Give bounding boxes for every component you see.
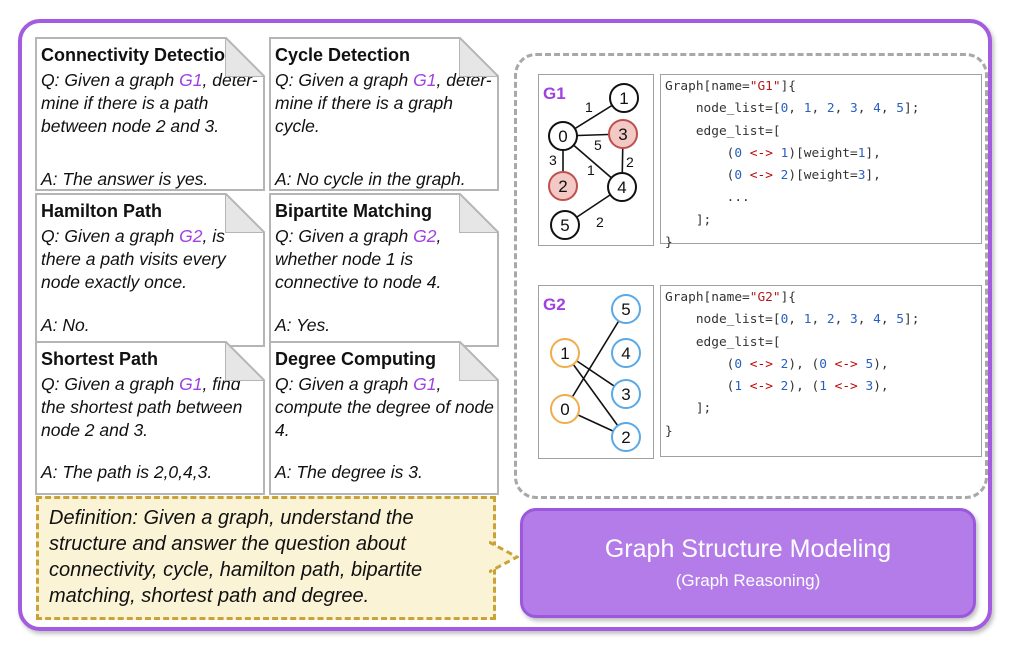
g1-weight-label: 5 (594, 137, 602, 153)
g1-node-label: 4 (617, 178, 626, 197)
code-line: ]; (695, 401, 712, 417)
code-line: ... (726, 190, 750, 206)
g1-node-label: 3 (618, 125, 627, 144)
g1-weight-label: 2 (596, 214, 604, 230)
card-title: Shortest Path (41, 349, 159, 369)
g1-node-5 (550, 210, 580, 240)
card-question: Q: Given a graph G1, compute the degree … (275, 374, 494, 440)
graph-code-panel (514, 53, 988, 499)
g1-code-block: Graph[name="G1"]{ node_list=[0, 1, 2, 3,… (660, 74, 982, 250)
g1-weight-label: 1 (585, 99, 593, 115)
g2-node-label: 0 (560, 400, 569, 419)
code-line: Graph[name="G1"]{ (665, 79, 796, 94)
g2-node-0 (550, 394, 580, 424)
g1-node-label: 5 (560, 216, 569, 235)
code-line: (1 <-> 2), (1 <-> 3), (726, 379, 889, 395)
g1-weight-label: 2 (626, 154, 634, 170)
code-line: edge_list=[ (695, 123, 781, 139)
g2-graph: G2 5 1 4 3 0 2 (543, 294, 641, 452)
g1-weight-label: 1 (587, 162, 595, 178)
g1-node-2-highlighted (548, 171, 578, 201)
g2-node-1 (550, 338, 580, 368)
code-line: (0 <-> 1)[weight=1], (726, 145, 881, 161)
g2-node-label: 5 (621, 300, 630, 319)
g1-node-label: 0 (558, 127, 567, 146)
card-question: Q: Given a graph G1, deter-mine if there… (275, 70, 492, 136)
card-answer: A: Yes. (275, 315, 331, 335)
definition-text: Definition: Given a graph, understand th… (49, 507, 423, 607)
code-line: (0 <-> 2), (0 <-> 5), (726, 356, 889, 372)
card-question: Q: Given a graph G1, find the shortest p… (41, 374, 243, 440)
code-line: Graph[name="G2"]{ (665, 290, 796, 305)
card-title: Degree Computing (275, 349, 437, 369)
graph-structure-modeling-banner: Graph Structure Modeling (Graph Reasonin… (520, 508, 976, 618)
g2-node-3 (611, 379, 641, 409)
card-fold-corner (459, 341, 499, 381)
card-title: Hamilton Path (41, 201, 163, 221)
code-line: (0 <-> 2)[weight=3], (726, 168, 881, 184)
card-title: Bipartite Matching (275, 201, 433, 221)
code-line: edge_list=[ (695, 334, 781, 350)
g1-node-label: 2 (558, 177, 567, 196)
callout-pointer (489, 540, 519, 574)
card-title: Cycle Detection (275, 45, 411, 65)
g2-graph-box: G2 5 1 4 3 0 2 (538, 285, 654, 459)
code-line: ]; (695, 212, 712, 228)
g1-node-label: 1 (619, 89, 628, 108)
g2-node-2 (611, 422, 641, 452)
banner-subtitle: (Graph Reasoning) (675, 571, 821, 590)
card-fold-corner (225, 341, 265, 381)
card-answer: A: No cycle in the graph. (275, 169, 466, 189)
card-question: Q: Given a graph G1, deter-mine if there… (41, 70, 258, 136)
g1-node-1 (609, 83, 639, 113)
card-answer: A: No. (41, 315, 90, 335)
g1-node-0 (548, 121, 578, 151)
task-card-hamilton: Hamilton Path Q: Given a graph G2, is th… (35, 193, 265, 347)
g1-node-3-highlighted (608, 119, 638, 149)
banner-title: Graph Structure Modeling (604, 535, 892, 563)
g1-label: G1 (543, 84, 566, 103)
card-answer: A: The path is 2,0,4,3. (41, 462, 213, 482)
card-question: Q: Given a graph G2, is there a path vis… (41, 226, 226, 292)
code-line: node_list=[0, 1, 2, 3, 4, 5]; (695, 312, 920, 328)
task-card-connectivity: Connectivity Detection Q: Given a graph … (35, 37, 265, 191)
card-fold-corner (225, 193, 265, 233)
g2-node-5 (611, 294, 641, 324)
g2-node-label: 1 (560, 344, 569, 363)
g1-node-4 (607, 172, 637, 202)
card-answer: A: The degree is 3. (275, 462, 423, 482)
g2-code-block: Graph[name="G2"]{ node_list=[0, 1, 2, 3,… (660, 285, 982, 457)
card-fold-corner (459, 37, 499, 77)
card-answer: A: The answer is yes. (41, 169, 209, 189)
card-title: Connectivity Detection (41, 45, 237, 65)
card-fold-corner (225, 37, 265, 77)
g2-node-label: 3 (621, 385, 630, 404)
task-card-degree: Degree Computing Q: Given a graph G1, co… (269, 341, 499, 495)
g2-node-4 (611, 338, 641, 368)
g1-graph-box: G1 1 5 3 1 2 2 1 0 3 2 4 (538, 74, 654, 246)
g1-weight-label: 3 (549, 152, 557, 168)
code-line: } (665, 235, 673, 251)
g2-node-label: 4 (621, 344, 630, 363)
g2-node-label: 2 (621, 428, 630, 447)
card-fold-corner (459, 193, 499, 233)
code-line: node_list=[0, 1, 2, 3, 4, 5]; (695, 101, 920, 117)
g2-edge-1-2 (564, 352, 627, 438)
g2-edge-0-5 (564, 308, 627, 410)
g1-graph: G1 1 5 3 1 2 2 1 0 3 2 4 (543, 83, 639, 240)
g2-label: G2 (543, 295, 566, 314)
card-question: Q: Given a graph G2, whether node 1 is c… (275, 226, 442, 292)
definition-callout: Definition: Given a graph, understand th… (36, 496, 496, 620)
code-line: } (665, 423, 673, 439)
